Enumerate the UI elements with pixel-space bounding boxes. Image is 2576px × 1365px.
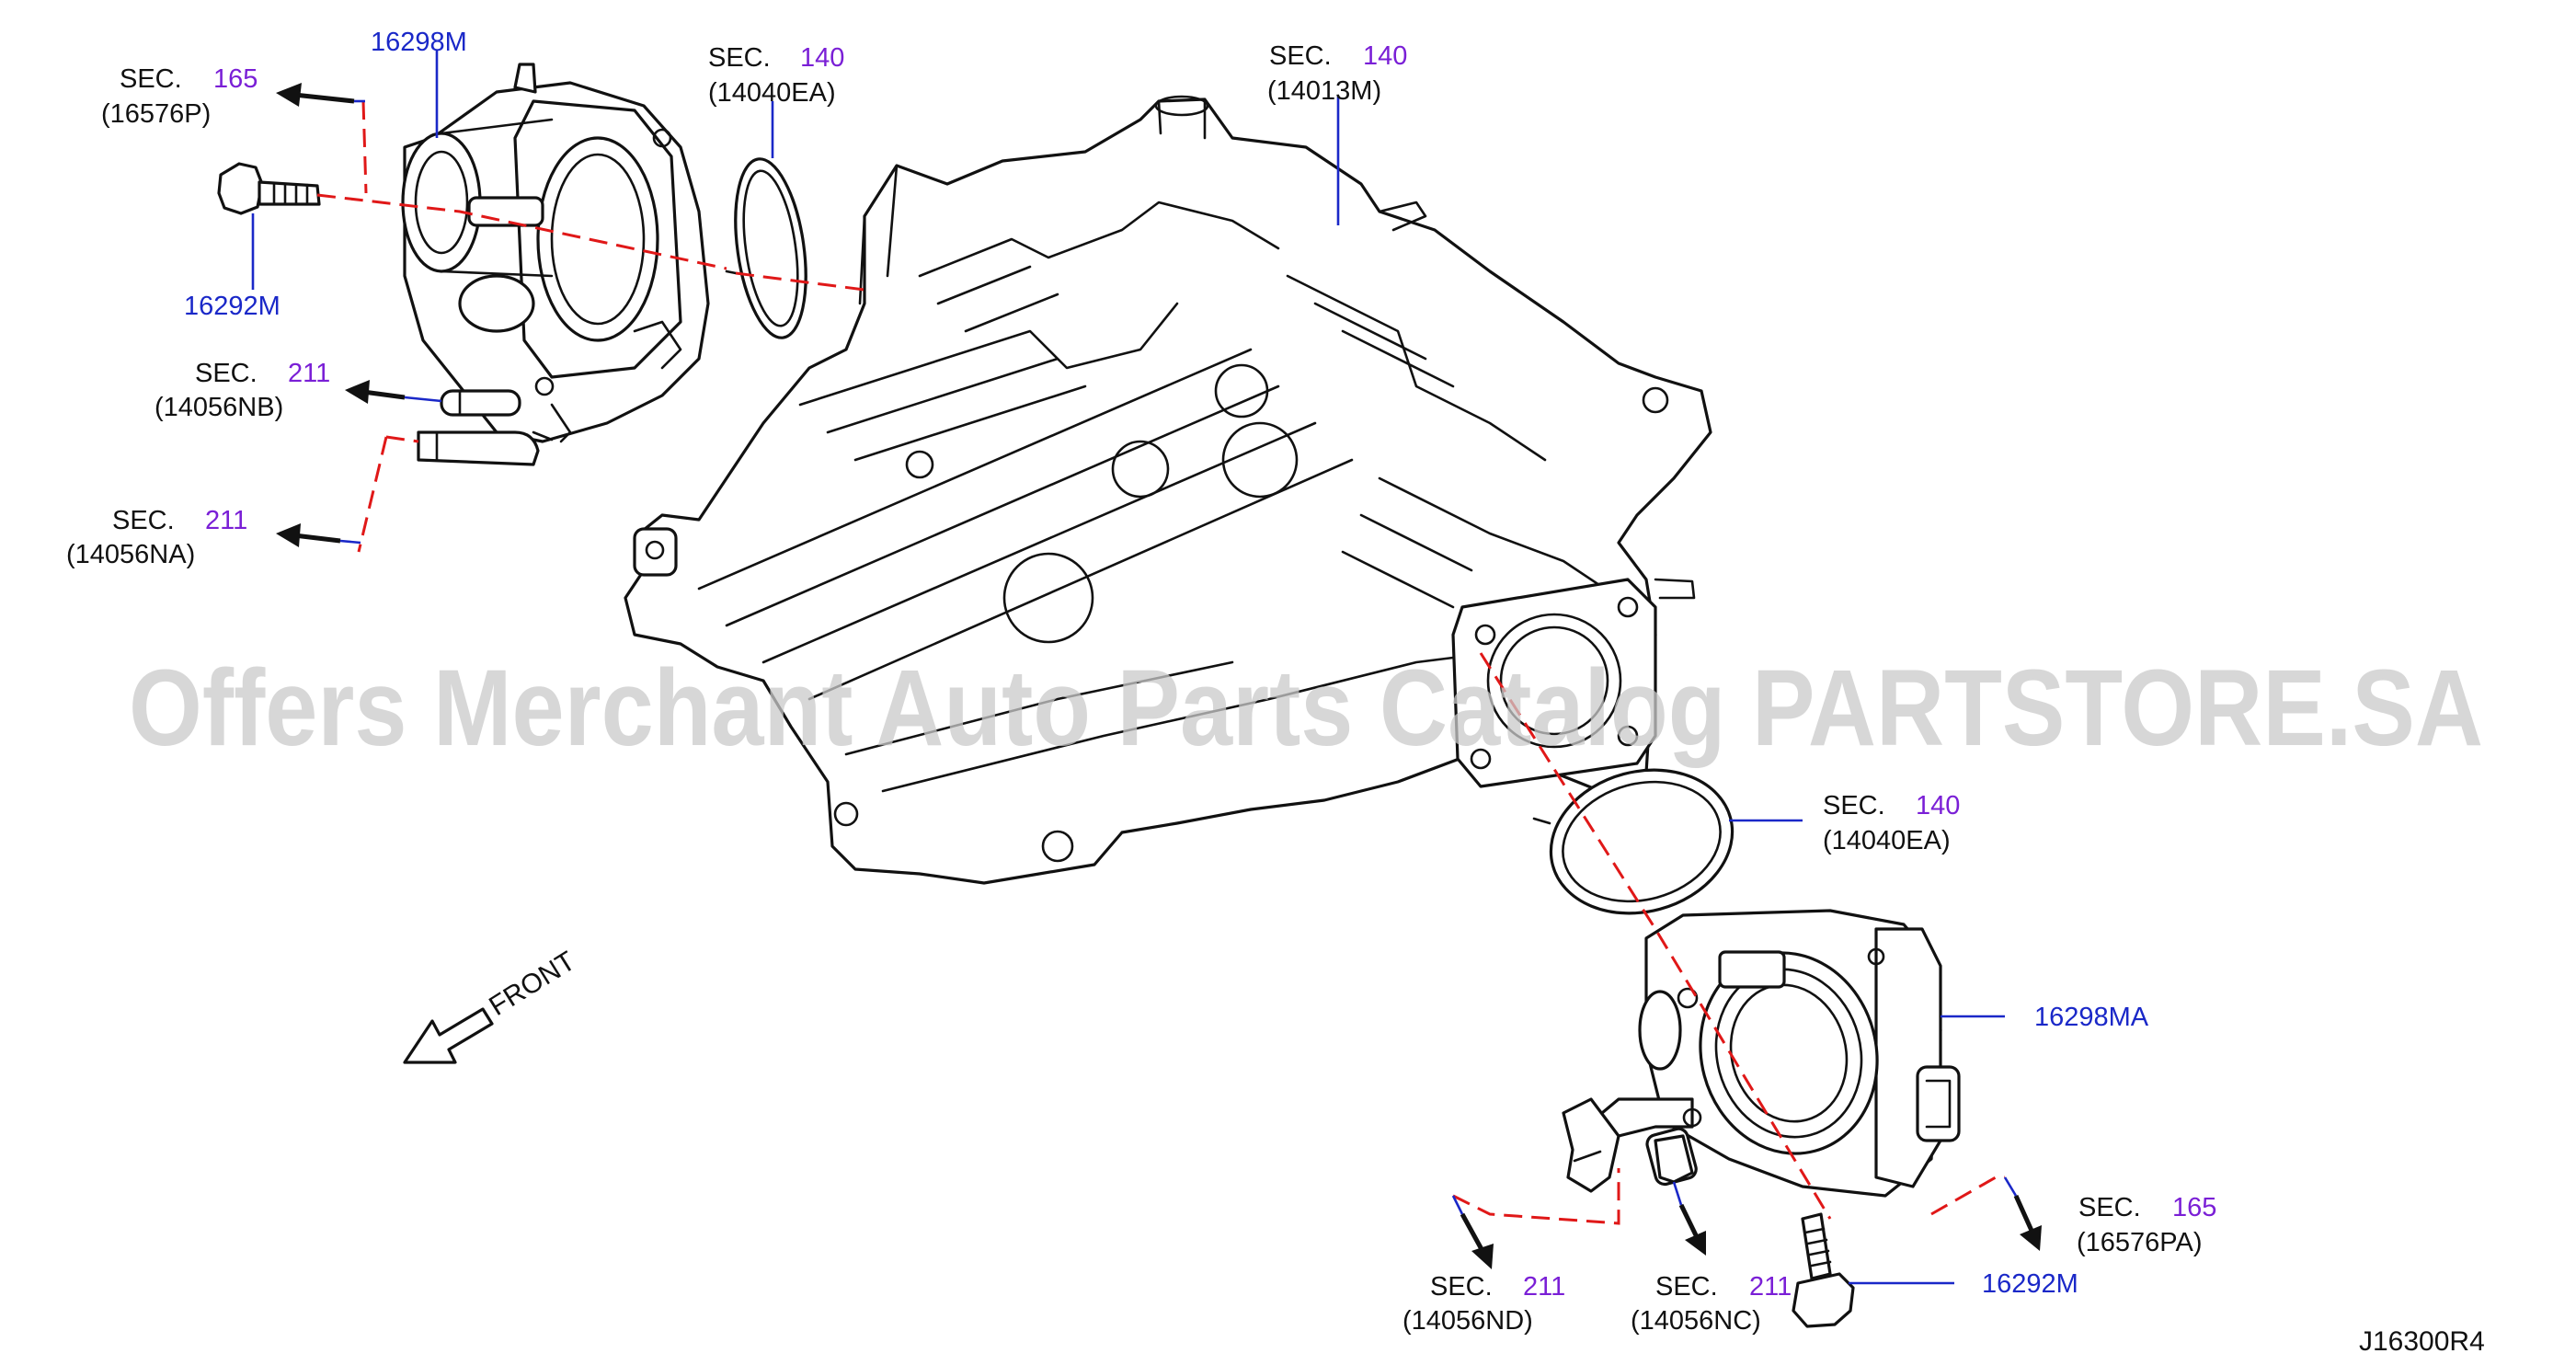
svg-text:211: 211 — [1749, 1272, 1792, 1302]
callout-hose-nc[interactable]: SEC. 211 (14056NC) — [1631, 1272, 1792, 1336]
callout-throttle-right[interactable]: 16298MA — [2034, 1003, 2149, 1032]
callout-gasket-right[interactable]: SEC. 140 (14040EA) — [1823, 791, 1960, 855]
svg-text:16292M: 16292M — [1982, 1269, 2078, 1299]
watermark: Offers Merchant Auto Parts Catalog PARTS… — [129, 648, 2483, 769]
svg-text:SEC.: SEC. — [112, 506, 175, 535]
diagram-code: J16300R4 — [2359, 1326, 2485, 1357]
svg-text:211: 211 — [288, 359, 330, 388]
arrow-sensor-left — [276, 83, 365, 107]
callout-sensor-right[interactable]: SEC. 165 (16576PA) — [2077, 1193, 2216, 1257]
throttle-body-left[interactable] — [401, 63, 710, 443]
svg-text:(14056NA): (14056NA) — [66, 540, 195, 569]
callout-sensor-left[interactable]: SEC. 165 (16576P) — [101, 64, 258, 129]
svg-text:16298M: 16298M — [371, 28, 467, 57]
svg-text:16292M: 16292M — [184, 292, 280, 321]
gasket-top[interactable] — [725, 155, 817, 342]
svg-text:SEC.: SEC. — [1269, 41, 1332, 71]
svg-text:165: 165 — [2172, 1193, 2216, 1222]
throttle-body-right[interactable] — [1589, 909, 1961, 1198]
svg-text:SEC.: SEC. — [195, 359, 258, 388]
svg-text:(14056NC): (14056NC) — [1631, 1306, 1761, 1336]
svg-text:(14056NB): (14056NB) — [155, 393, 283, 422]
callout-gasket-top[interactable]: SEC. 140 (14040EA) — [708, 43, 844, 108]
callout-hose-nb[interactable]: SEC. 211 (14056NB) — [155, 359, 330, 422]
svg-text:SEC.: SEC. — [120, 64, 182, 94]
dashed-reference-lines — [316, 100, 2005, 1225]
arrow-hose-nb — [345, 380, 442, 404]
manifold-mount-boss — [633, 527, 678, 577]
callout-hose-na[interactable]: SEC. 211 (14056NA) — [66, 506, 247, 569]
svg-text:140: 140 — [1916, 791, 1960, 820]
svg-text:16298MA: 16298MA — [2034, 1003, 2149, 1032]
arrow-hose-nc — [1672, 1181, 1706, 1256]
front-direction-arrow: FRONT — [403, 946, 580, 1064]
hose-fitting-right-left — [1562, 1097, 1620, 1193]
svg-text:SEC.: SEC. — [1655, 1272, 1718, 1302]
svg-text:140: 140 — [800, 43, 844, 73]
svg-text:165: 165 — [213, 64, 258, 94]
svg-text:(14013M): (14013M) — [1267, 76, 1381, 106]
arrow-hose-na — [276, 523, 361, 547]
hose-fitting-left-upper — [440, 389, 521, 417]
svg-text:140: 140 — [1363, 41, 1407, 71]
svg-text:(14040EA): (14040EA) — [1823, 826, 1951, 855]
svg-text:211: 211 — [1523, 1272, 1565, 1302]
callout-hose-nd[interactable]: SEC. 211 (14056ND) — [1402, 1272, 1565, 1336]
callout-bolt-left[interactable]: 16292M — [184, 292, 280, 321]
svg-text:211: 211 — [205, 506, 247, 535]
svg-text:SEC.: SEC. — [708, 43, 771, 73]
manifold-throttle-flange — [1451, 578, 1657, 788]
callout-manifold[interactable]: SEC. 140 (14013M) — [1267, 41, 1407, 106]
hose-fitting-right-center — [1654, 1134, 1694, 1184]
svg-text:(14040EA): (14040EA) — [708, 78, 836, 108]
callout-throttle-left[interactable]: 16298M — [371, 28, 467, 57]
bolt-left[interactable] — [217, 162, 321, 215]
arrow-hose-nd — [1451, 1195, 1494, 1269]
svg-text:(16576P): (16576P) — [101, 99, 211, 129]
svg-text:(16576PA): (16576PA) — [2077, 1228, 2203, 1257]
arrow-sensor-right — [2003, 1176, 2042, 1251]
svg-text:SEC.: SEC. — [2078, 1193, 2141, 1222]
svg-text:SEC.: SEC. — [1430, 1272, 1493, 1302]
front-label: FRONT — [484, 946, 580, 1022]
bolt-right[interactable] — [1792, 1212, 1855, 1328]
leader-lines — [251, 51, 2005, 1285]
hose-fitting-left-lower — [417, 430, 554, 466]
svg-text:SEC.: SEC. — [1823, 791, 1885, 820]
gasket-right[interactable] — [1532, 751, 1748, 934]
callout-bolt-right[interactable]: 16292M — [1982, 1269, 2078, 1299]
svg-text:(14056ND): (14056ND) — [1402, 1306, 1533, 1336]
